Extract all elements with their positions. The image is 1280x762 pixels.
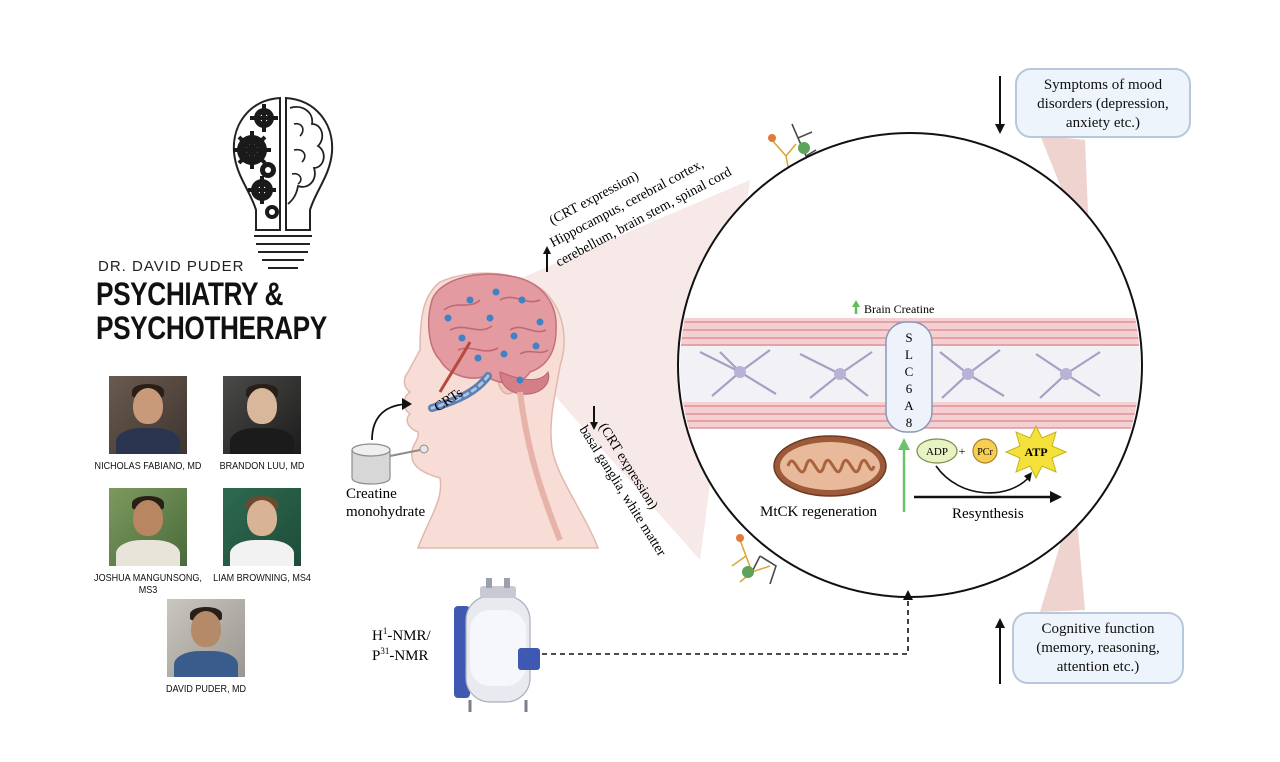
person-name: NICHOLAS FABIANO, MD — [94, 460, 202, 472]
transporter-letter: S — [905, 330, 912, 345]
atp-star — [1004, 424, 1068, 480]
supplement-line2: monohydrate — [346, 504, 425, 520]
svg-text:+: + — [959, 444, 966, 458]
slc6a8-transporter — [885, 321, 933, 433]
photo-brandon-luu — [223, 376, 301, 454]
nmr-label-line2: P31-NMR — [372, 646, 429, 664]
supplement-line1: Creatine — [346, 486, 397, 502]
person-name: DAVID PUDER, MD — [165, 683, 247, 695]
brand-title-line2: PSYCHOTHERAPY — [96, 310, 327, 346]
mood-disorders-box: Symptoms of mood disorders (depression, … — [1015, 68, 1191, 138]
transporter-letter: L — [905, 347, 913, 362]
photo-liam-browning — [223, 488, 301, 566]
adp-node — [916, 438, 958, 464]
transporter-letter: 8 — [906, 415, 913, 430]
person-name: BRANDON LUU, MD — [219, 460, 305, 472]
person-name: JOSHUA MANGUNSONG, MS3 — [94, 572, 202, 596]
svg-text:ADP: ADP — [926, 446, 948, 458]
transporter-letter: C — [905, 364, 914, 379]
cognitive-function-box: Cognitive function (memory, reasoning, a… — [1012, 612, 1184, 684]
creatine-scoop-icon — [351, 443, 429, 485]
brain-creatine-label: Brain Creatine — [864, 302, 934, 316]
mtck-label: MtCK regeneration — [760, 504, 878, 520]
neuron-icon — [731, 534, 777, 585]
photo-nicholas-fabiano — [109, 376, 187, 454]
transporter-letter: 6 — [906, 381, 913, 396]
nmr-scanner-icon — [454, 578, 540, 712]
brain — [427, 273, 557, 384]
brand-title-line1: PSYCHIATRY & — [96, 276, 284, 312]
nmr-label-line1: H1-NMR/ — [372, 626, 432, 644]
svg-text:PCr: PCr — [977, 447, 993, 458]
zoom-cone — [470, 180, 750, 560]
photo-david-puder — [167, 599, 245, 677]
pcr-node — [972, 438, 998, 464]
svg-text:ATP: ATP — [1024, 445, 1047, 459]
person-name: LIAM BROWNING, MS4 — [213, 572, 311, 584]
photo-joshua-mangunsong — [109, 488, 187, 566]
lightbulb-brain-gears-icon — [232, 96, 334, 269]
resynthesis-label: Resynthesis — [952, 506, 1024, 522]
transporter-letter: A — [904, 398, 914, 413]
brand-pretitle: DR. DAVID PUDER — [98, 258, 245, 275]
nmr-connector — [542, 598, 909, 655]
mitochondrion-icon — [773, 435, 887, 497]
